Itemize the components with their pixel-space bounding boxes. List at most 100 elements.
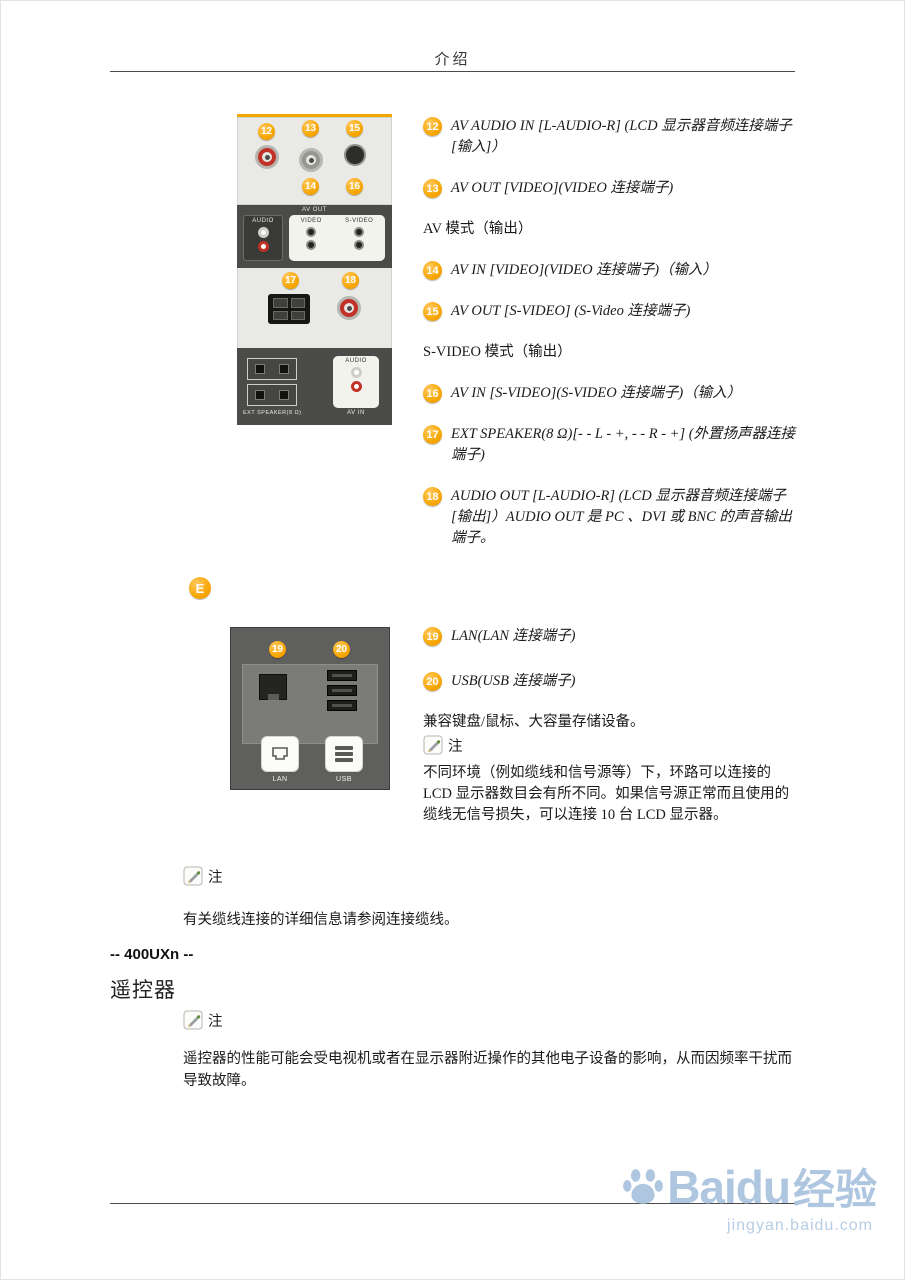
terminal-hole [279, 364, 289, 374]
note-row: 注 [183, 866, 223, 886]
cable-info-text: 有关缆线连接的详细信息请参阅连接缆线。 [183, 912, 459, 928]
s-video-column: S-VIDEO [345, 218, 373, 261]
video-port-2 [306, 240, 317, 250]
terminal-hole [255, 364, 265, 374]
item-text: USB(USB 连接端子) [451, 673, 576, 689]
speaker-hole [273, 310, 288, 320]
panel-accent-line [237, 114, 392, 117]
list-item-15: 15 AV OUT [S-VIDEO] (S-Video 连接端子) [423, 301, 797, 322]
badge-18: 18 [342, 272, 359, 289]
page-title: 介绍 [434, 52, 471, 68]
item-text: AV AUDIO IN [L-AUDIO-R] (LCD 显示器音频连接端子[输… [451, 118, 792, 155]
s-video-jack [344, 144, 366, 166]
speaker-hole [290, 310, 305, 320]
rca-ring-silver [302, 151, 320, 169]
audio-jack-red [257, 241, 269, 252]
note-row: 注 [423, 735, 797, 755]
note-pencil-icon [423, 735, 443, 755]
video-sub-panel: VIDEO S-VIDEO [289, 215, 385, 261]
usb-port-3 [327, 700, 357, 711]
av-audio-in-jack [255, 145, 279, 169]
item-text: AUDIO OUT [L-AUDIO-R] (LCD 显示器音频连接端子[输出]… [451, 488, 792, 546]
badge-15: 15 [423, 302, 442, 321]
av-in-jack-white [350, 367, 362, 378]
list-item-13: 13 AV OUT [VIDEO](VIDEO 连接端子) [423, 178, 797, 199]
s-video-mode-text: S-VIDEO 模式（输出） [423, 344, 572, 360]
item-text: AV IN [VIDEO](VIDEO 连接端子)（输入） [451, 262, 718, 278]
badge-16: 16 [346, 178, 363, 195]
usb-port-1 [327, 670, 357, 681]
badge-14: 14 [302, 178, 319, 195]
panel-section-rca-jacks: 12 13 15 14 16 [237, 117, 392, 205]
note-pencil-icon [183, 866, 203, 886]
item-text: EXT SPEAKER(8 Ω)[- - L - +, - - R - +] (… [451, 426, 796, 463]
badge-20: 20 [333, 641, 350, 658]
badge-16: 16 [423, 384, 442, 403]
list-item-20: 20 USB(USB 连接端子) [423, 671, 797, 692]
av-connector-panel-image: 12 13 15 14 16 AV OUT AUDIO VIDEO [237, 114, 392, 425]
note-pencil-icon [183, 1010, 203, 1030]
audio-label: AUDIO [345, 358, 367, 364]
av-in-jack-red [350, 381, 362, 392]
panel-section-av-in: EXT SPEAKER(8 Ω) AUDIO AV IN [237, 348, 392, 425]
model-heading: -- 400UXn -- [110, 946, 194, 963]
item-text: AV OUT [S-VIDEO] (S-Video 连接端子) [451, 303, 691, 319]
badge-13: 13 [423, 179, 442, 198]
baidu-paw-icon [623, 1168, 664, 1204]
lan-icon [272, 747, 288, 760]
av-in-label: AV IN [347, 410, 365, 416]
speaker-terminal-left [247, 358, 297, 380]
usb-port-label: USB [336, 776, 352, 783]
av-out-label: AV OUT [302, 207, 327, 213]
header-divider [110, 71, 795, 72]
usb-port-2 [327, 685, 357, 696]
watermark-url-text: jingyan.baidu.com [727, 1217, 873, 1234]
lan-port-label: LAN [272, 776, 288, 783]
terminal-hole [255, 390, 265, 400]
note-label: 注 [208, 1014, 223, 1030]
speaker-hole [273, 298, 288, 308]
badge-20: 20 [423, 672, 442, 691]
video-column: VIDEO [301, 218, 322, 261]
list-item-19: 19 LAN(LAN 连接端子) [423, 626, 797, 647]
badge-19: 19 [423, 627, 442, 646]
badge-17: 17 [423, 425, 442, 444]
speaker-terminal-right [247, 384, 297, 406]
watermark-logo-row: Baidu 经验 [622, 1156, 877, 1217]
badge-18: 18 [423, 487, 442, 506]
badge-12: 12 [423, 117, 442, 136]
lan-usb-panel-image: 19 20 LAN USB [230, 627, 390, 790]
remote-control-heading: 遥控器 [110, 978, 176, 1002]
list-item-14: 14 AV IN [VIDEO](VIDEO 连接端子)（输入） [423, 260, 797, 281]
panel-section-av-out: AV OUT AUDIO VIDEO S-VIDEO [237, 205, 392, 268]
usb-compat-text: 兼容键盘/鼠标、大容量存储设备。 [423, 714, 645, 730]
item-text: AV IN [S-VIDEO](S-VIDEO 连接端子)（输入） [451, 385, 742, 401]
watermark-brand-text: Baidu [667, 1160, 791, 1213]
badge-19: 19 [269, 641, 286, 658]
s-video-port-1 [354, 227, 365, 237]
list-item-18: 18 AUDIO OUT [L-AUDIO-R] (LCD 显示器音频连接端子[… [423, 486, 797, 549]
section-e-badge: E [189, 577, 211, 599]
audio-out-jack [337, 296, 361, 320]
badge-14: 14 [423, 261, 442, 280]
badge-17: 17 [282, 272, 299, 289]
av-in-sub-panel: AUDIO [333, 356, 379, 408]
list-item-12: 12 AV AUDIO IN [L-AUDIO-R] (LCD 显示器音频连接端… [423, 116, 797, 158]
usb-icon-box [325, 736, 363, 772]
badge-15: 15 [346, 120, 363, 137]
note-row: 注 [183, 1010, 223, 1030]
audio-label: AUDIO [252, 218, 274, 224]
terminal-hole [279, 390, 289, 400]
footer-divider [110, 1203, 795, 1204]
lan-port [259, 674, 287, 700]
ext-speaker-connector [268, 294, 310, 324]
video-port-1 [306, 227, 317, 237]
av-out-video-jack [299, 148, 323, 172]
remote-control-note-text: 遥控器的性能可能会受电视机或者在显示器附近操作的其他电子设备的影响，从而因频率干… [183, 1051, 792, 1089]
audio-sub-panel: AUDIO [243, 215, 283, 261]
descriptions-column-av: 12 AV AUDIO IN [L-AUDIO-R] (LCD 显示器音频连接端… [423, 116, 797, 569]
s-video-label: S-VIDEO [345, 218, 374, 224]
list-item-17: 17 EXT SPEAKER(8 Ω)[- - L - +, - - R - +… [423, 424, 797, 466]
av-mode-text: AV 模式（输出） [423, 221, 533, 237]
s-video-port-2 [354, 240, 365, 250]
